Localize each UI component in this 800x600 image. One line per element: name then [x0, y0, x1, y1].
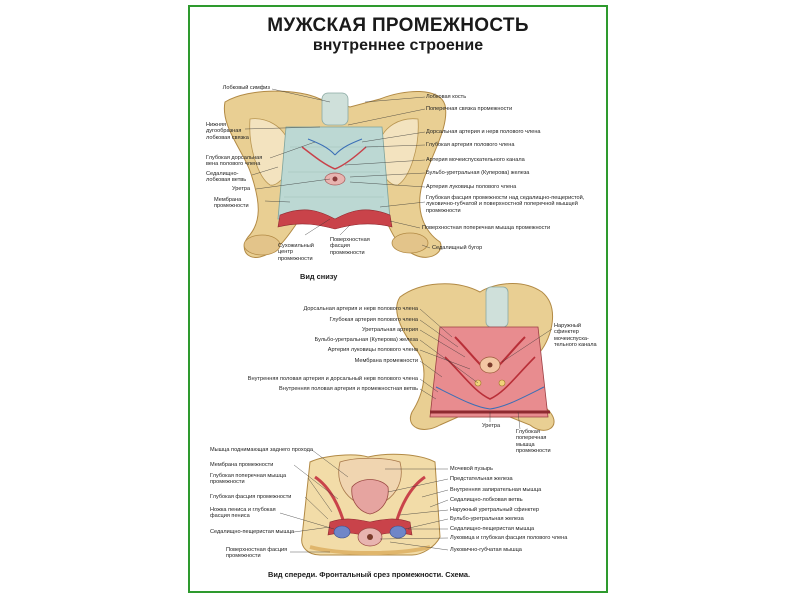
- f2-label-deep-transverse: Глубокая поперечная мышца промежности: [516, 429, 551, 455]
- f1-label-pubic-symphysis: Лобковый симфиз: [222, 85, 270, 91]
- f2-label-bulb-artery: Артерия луковицы полового члена: [327, 347, 418, 353]
- poster-title: МУЖСКАЯ ПРОМЕЖНОСТЬ: [267, 15, 529, 36]
- figure-inferior-view: [223, 90, 555, 556]
- f2-label-urethra: Уретра: [482, 423, 501, 429]
- f3-label-ischiocavernosus-right: Седалищно-пещеристая мышца: [450, 526, 535, 532]
- f1-label-pubic-bone: Лобковая кость: [426, 94, 467, 100]
- f3-label-bladder: Мочевой пузырь: [450, 466, 493, 472]
- f2-label-perineal-membrane: Мембрана промежности: [354, 358, 418, 364]
- f3-label-prostate: Предстательная железа: [450, 476, 513, 482]
- f3-label-bulbospongiosus: Луковично-губчатая мышца: [450, 547, 522, 553]
- f2-label-dorsal-artery-nerve: Дорсальная артерия и нерв полового члена: [303, 306, 418, 312]
- f1-label-perineal-membrane: Мембрана промежности: [214, 197, 249, 210]
- f3-label-ischiopubic-ramus: Седалищно-лобковая ветвь: [450, 497, 523, 503]
- f1-label-superficial-transverse: Поверхностная поперечная мышца промежнос…: [422, 225, 551, 231]
- f3-label-ischiocavernosus: Седалищно-пещеристая мышца: [210, 529, 295, 535]
- f2-label-internal-pudendal-perineal: Внутренняя половая артерия и промежностн…: [279, 386, 418, 392]
- f1-label-bulb-artery: Артерия луковицы полового члена: [426, 184, 517, 190]
- f3-label-bulb-fascia: Луковица и глубокая фасция полового член…: [450, 535, 568, 541]
- f3-label-deep-fascia: Глубокая фасция промежности: [210, 494, 292, 500]
- f1-caption: Вид снизу: [300, 272, 338, 281]
- poster-subtitle: внутреннее строение: [312, 37, 484, 54]
- f1-label-deep-dorsal-vein: Глубокая дорсальная вена полового члена: [206, 155, 263, 168]
- f3-label-superficial-fascia: Поверхностная фасция промежности: [226, 547, 288, 560]
- f1-label-ischiopubic-ramus: Седалищно-лобковая ветвь: [206, 171, 247, 184]
- f1-label-dorsal-artery-nerve: Дорсальная артерия и нерв полового члена: [426, 129, 541, 135]
- poster-frame: МУЖСКАЯ ПРОМЕЖНОСТЬ внутреннее строение: [188, 5, 608, 593]
- f1-label-deep-fascia: Глубокая фасция промежности над седалищн…: [426, 195, 585, 214]
- f3-label-bulbourethral-gland: Бульбо-уретральная железа: [450, 516, 524, 522]
- figure-pelvic-view: [396, 283, 555, 431]
- f3-caption: Вид спереди. Фронтальный срез промежност…: [268, 570, 471, 579]
- f3-label-levator-ani: Мышца поднимающая заднего прохода: [210, 447, 313, 453]
- f2-label-deep-artery: Глубокая артерия полового члена: [329, 317, 419, 323]
- f3-label-urethral-sphincter: Наружный уретральный сфинктер: [450, 507, 539, 513]
- f1-label-urethral-artery: Артерия мочеиспускательного канала: [426, 157, 525, 163]
- f1-label-superficial-fascia: Поверхностная фасция промежности: [330, 237, 370, 256]
- f3-label-perineal-membrane: Мембрана промежности: [210, 462, 274, 468]
- f2-label-internal-pudendal-dorsal: Внутренняя половая артерия и дорсальный …: [247, 376, 418, 382]
- f3-label-obturator-internus: Внутренняя запирательная мышца: [450, 487, 542, 493]
- f1-label-ischial-tuberosity: Седалищный бугор: [432, 245, 483, 251]
- f1-label-deep-artery: Глубокая артерия полового члена: [426, 142, 515, 148]
- f1-label-urethra: Уретра: [232, 186, 251, 192]
- f2-label-external-sphincter: Наружный сфинктер мочеиспуска-тельного к…: [554, 323, 597, 349]
- f2-label-cowper-gland: Бульбо-уретральная (Куперова) железа: [314, 337, 418, 343]
- f1-label-arcuate-ligament: Нижняя дугообразная лобковая связка: [206, 122, 249, 141]
- f1-label-perineal-body: Сухожильный центр промежности: [278, 243, 314, 262]
- figure-frontal-section: [301, 453, 441, 556]
- f3-label-crus-penis: Ножка пениса и глубокая фасция пениса: [210, 507, 276, 520]
- f1-label-cowper-gland: Бульбо-уретральная (Куперова) железа: [426, 170, 530, 176]
- f1-label-transverse-ligament: Поперечная связка промежности: [426, 106, 513, 112]
- f3-label-deep-transverse: Глубокая поперечная мышца промежности: [210, 473, 287, 486]
- f2-label-urethral-artery: Уретральная артерия: [361, 327, 418, 333]
